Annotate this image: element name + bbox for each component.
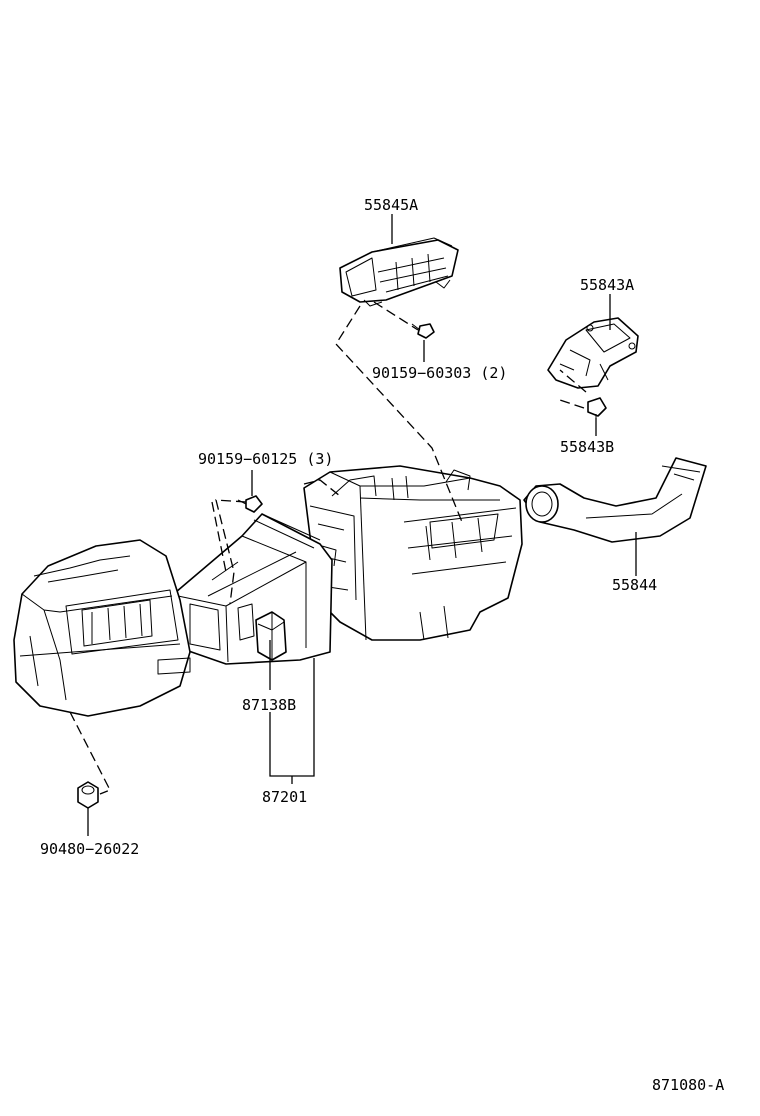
clip-90480-26022	[77, 781, 99, 809]
unit-87201	[175, 513, 337, 665]
duct-55844	[523, 457, 707, 543]
bolt-90159-60125	[237, 495, 263, 513]
label-90159-60125: 90159−60125 (3)	[198, 450, 333, 468]
label-87138b: 87138B	[242, 696, 296, 714]
sensor-87138b	[255, 611, 287, 661]
label-55843a: 55843A	[580, 276, 634, 294]
blower-assembly	[13, 539, 191, 717]
label-55843b: 55843B	[560, 438, 614, 456]
duct-55845a	[339, 237, 459, 307]
label-55845a: 55845A	[364, 196, 418, 214]
diagram-id: 871080-A	[652, 1076, 724, 1094]
bolt-90159-60303	[411, 323, 435, 339]
part-labels: 55845A 90159−60303 (2) 55843A 55843B 901…	[40, 196, 724, 1094]
label-55844: 55844	[612, 576, 657, 594]
bolt-55843b	[587, 397, 607, 420]
bracket-55843a	[547, 317, 639, 389]
leader-lines	[87, 214, 637, 836]
heater-case	[303, 465, 523, 641]
label-90159-60303: 90159−60303 (2)	[372, 364, 507, 382]
assembly-lines	[69, 301, 587, 795]
label-87201: 87201	[262, 788, 307, 806]
label-90480-26022: 90480−26022	[40, 840, 139, 858]
